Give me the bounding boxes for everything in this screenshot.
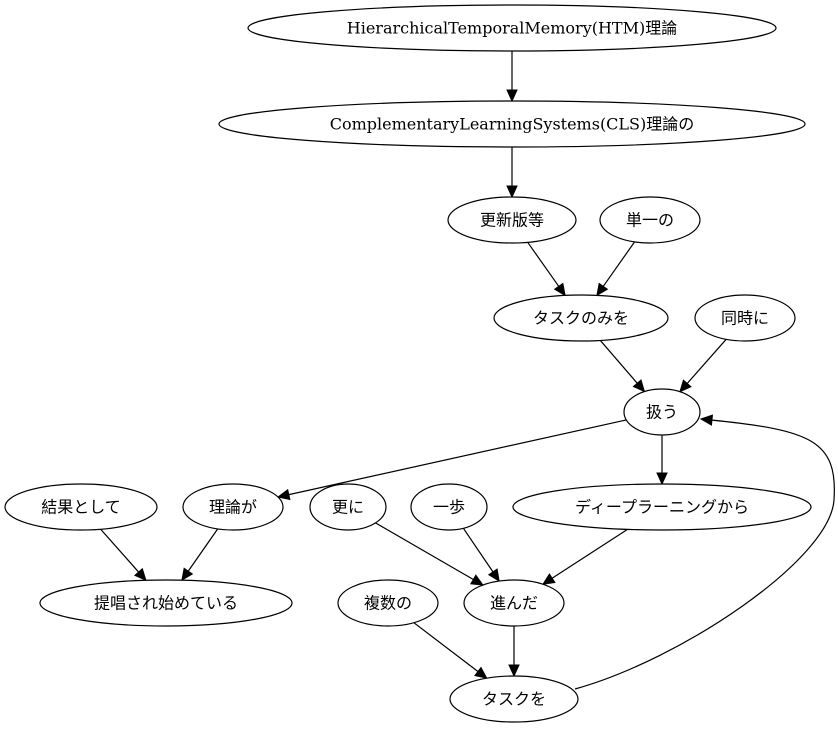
- nodes-layer: HierarchicalTemporalMemory(HTM)理論 Complem…: [4, 4, 812, 723]
- node-deeplearning: ディープラーニングから: [512, 483, 812, 531]
- arrow-head: [541, 573, 556, 585]
- node-single: 単一の: [599, 196, 701, 244]
- node-ellipse: [493, 294, 669, 342]
- arrow-head: [506, 185, 518, 199]
- arrow-head: [679, 379, 692, 393]
- edge-line: [187, 528, 219, 573]
- node-label: 一歩: [433, 498, 465, 517]
- edge-line: [462, 527, 495, 574]
- edge-deeplearning-to-advanced: [541, 528, 628, 585]
- edge-line: [413, 622, 480, 673]
- node-ellipse: [337, 579, 439, 627]
- node-theory: 理論が: [182, 483, 284, 531]
- arrow-head: [553, 282, 566, 297]
- node-result: 結果として: [4, 483, 158, 531]
- node-multiple: 複数の: [337, 579, 439, 627]
- arrow-head: [596, 282, 609, 297]
- node-ellipse: [410, 483, 488, 531]
- node-label: ComplementaryLearningSystems(CLS)理論の: [330, 115, 695, 134]
- edge-line: [527, 241, 560, 288]
- node-label: HierarchicalTemporalMemory(HTM)理論: [347, 19, 677, 38]
- edge-line: [100, 528, 140, 574]
- node-ellipse: [449, 675, 579, 723]
- arrow-head: [276, 488, 291, 501]
- node-ellipse: [4, 483, 158, 531]
- edge-multiple-to-tasks: [413, 622, 488, 679]
- node-ellipse: [39, 579, 293, 627]
- node-label: ディープラーニングから: [575, 498, 749, 517]
- node-ellipse: [247, 4, 777, 52]
- node-label: タスクを: [482, 690, 546, 709]
- edge-tasks-to-handle: [574, 414, 835, 690]
- edge-simul-to-handle: [679, 338, 727, 393]
- node-htm: HierarchicalTemporalMemory(HTM)理論: [247, 4, 777, 52]
- edge-update-to-taskonly: [527, 241, 566, 297]
- node-further: 更に: [309, 483, 387, 531]
- arrow-head: [181, 567, 194, 582]
- edge-taskonly-to-handle: [599, 340, 646, 393]
- node-ellipse: [309, 483, 387, 531]
- node-handle: 扱う: [623, 388, 701, 436]
- node-label: 更に: [332, 498, 364, 517]
- node-proposed: 提唱され始めている: [39, 579, 293, 627]
- edge-line: [375, 522, 475, 581]
- node-label: 単一の: [626, 211, 674, 230]
- edge-handle-to-theory: [276, 419, 627, 501]
- edge-line: [686, 338, 727, 385]
- edge-htm-to-cls: [506, 51, 518, 103]
- arrow-head: [632, 379, 646, 393]
- arrow-head: [470, 574, 484, 586]
- node-label: タスクのみを: [533, 309, 629, 328]
- arrow-head: [133, 567, 147, 582]
- node-tasks: タスクを: [449, 675, 579, 723]
- arrow-head: [656, 472, 668, 486]
- node-simul: 同時に: [694, 294, 796, 342]
- edge-advanced-to-tasks: [508, 626, 520, 678]
- node-step: 一歩: [410, 483, 488, 531]
- node-ellipse: [182, 483, 284, 531]
- arrow-head: [508, 664, 520, 678]
- node-ellipse: [512, 483, 812, 531]
- edge-line: [602, 241, 636, 288]
- edge-line: [574, 419, 835, 690]
- node-update: 更新版等: [447, 196, 577, 244]
- node-label: 理論が: [209, 498, 257, 517]
- edges-layer: [100, 51, 835, 690]
- edge-further-to-advanced: [375, 522, 484, 586]
- arrow-head: [474, 666, 488, 679]
- arrow-head: [699, 414, 714, 426]
- edge-handle-to-deeplearning: [656, 435, 668, 486]
- node-ellipse: [447, 196, 577, 244]
- node-advanced: 進んだ: [463, 579, 565, 627]
- arrow-head: [506, 89, 518, 103]
- node-ellipse: [463, 579, 565, 627]
- node-label: 結果として: [41, 498, 121, 517]
- edge-line: [550, 528, 628, 580]
- node-label: 同時に: [721, 309, 769, 328]
- node-label: 更新版等: [480, 211, 544, 230]
- node-label: 複数の: [364, 594, 412, 613]
- node-label: 提唱され始めている: [94, 594, 238, 613]
- node-ellipse: [218, 100, 806, 148]
- node-label: 進んだ: [490, 594, 538, 613]
- edge-step-to-advanced: [462, 527, 500, 583]
- edge-line: [287, 419, 627, 496]
- edge-theory-to-proposed: [181, 528, 219, 582]
- node-ellipse: [694, 294, 796, 342]
- edge-result-to-proposed: [100, 528, 147, 582]
- node-ellipse: [623, 388, 701, 436]
- arrow-head: [487, 568, 500, 583]
- node-label: 扱う: [646, 403, 678, 422]
- edge-single-to-taskonly: [596, 241, 636, 297]
- node-taskonly: タスクのみを: [493, 294, 669, 342]
- edge-cls-to-update: [506, 147, 518, 199]
- node-ellipse: [599, 196, 701, 244]
- edge-line: [599, 340, 639, 385]
- node-cls: ComplementaryLearningSystems(CLS)理論の: [218, 100, 806, 148]
